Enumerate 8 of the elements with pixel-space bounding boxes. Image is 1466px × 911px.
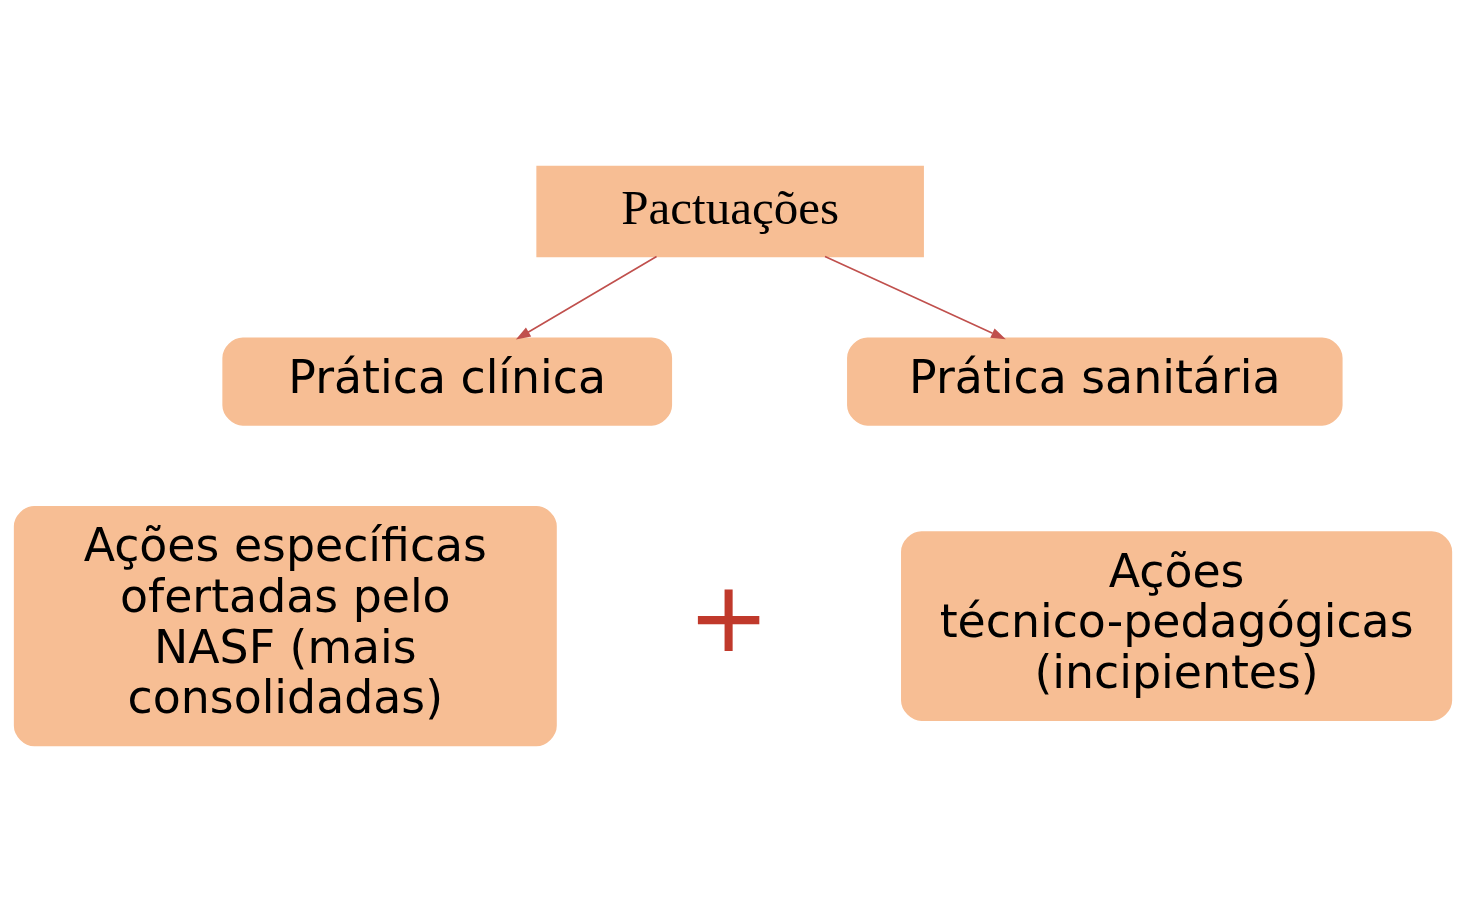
node-box: Ações específicas ofertadas pelo NASF (mais consolidadas) (13, 505, 557, 746)
node-box: Pactuações (536, 165, 924, 257)
node-box: Prática clínica (222, 336, 673, 426)
arrow (515, 255, 658, 339)
label: + (687, 559, 770, 674)
node-box: Prática sanitária (847, 336, 1343, 426)
node-box: Ações técnico-pedagógicas (incipientes) (901, 530, 1453, 721)
arrow (824, 255, 1006, 339)
